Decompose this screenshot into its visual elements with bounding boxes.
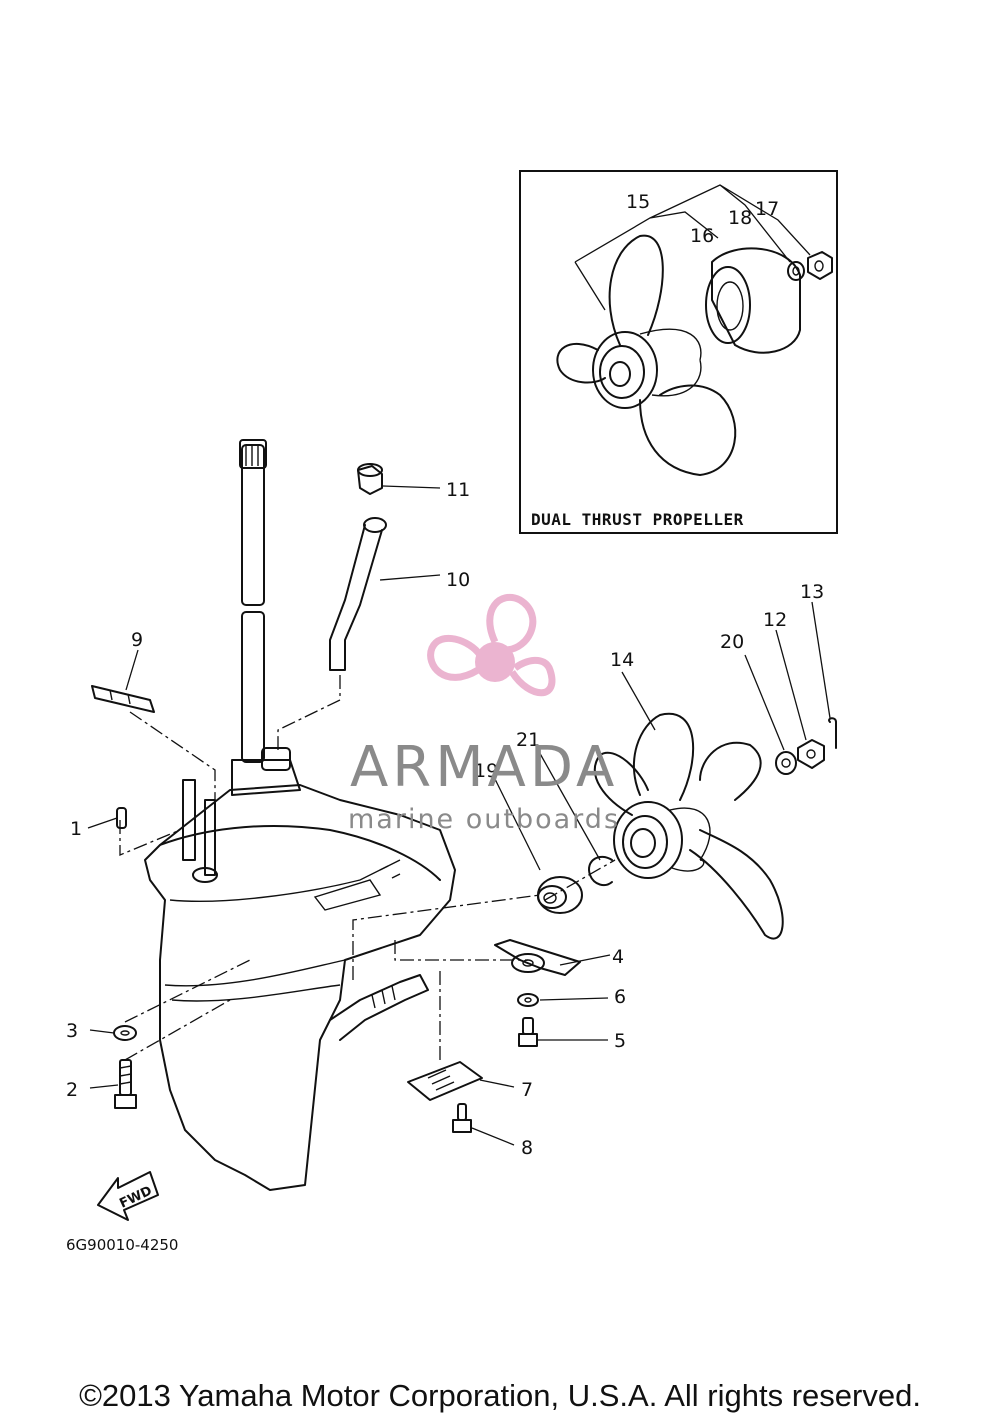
- part-2-bolt: [114, 1059, 137, 1109]
- part-7-trim-tab: [407, 1061, 483, 1101]
- callout-3: 3: [66, 1020, 78, 1042]
- callout-7: 7: [521, 1079, 533, 1101]
- callout-4: 4: [612, 946, 624, 968]
- part-6-washer: [517, 993, 539, 1007]
- callout-19: 19: [474, 760, 498, 782]
- part-4-anode: [494, 939, 581, 976]
- inset-frame: [519, 170, 838, 534]
- callout-6: 6: [614, 986, 626, 1008]
- part-11-grommet: [357, 463, 383, 495]
- part-10-water-tube: [329, 517, 387, 671]
- fwd-label: FWD: [117, 1184, 154, 1212]
- callout-9: 9: [131, 629, 143, 651]
- lower-casing: [144, 747, 456, 1191]
- callout-15: 15: [626, 191, 650, 213]
- inset-title: DUAL THRUST PROPELLER: [531, 510, 744, 529]
- callout-20: 20: [720, 631, 744, 653]
- inset-washer-18: [787, 261, 805, 281]
- part-12-nut: [797, 739, 825, 769]
- fwd-arrow-icon: FWD: [97, 1171, 159, 1221]
- inset-nut-17: [807, 251, 833, 280]
- callout-12: 12: [763, 609, 787, 631]
- part-21-clip: [588, 855, 613, 887]
- copyright-notice: ©2013 Yamaha Motor Corporation, U.S.A. A…: [79, 1378, 921, 1413]
- callout-1: 1: [70, 818, 82, 840]
- part-5-bolt: [518, 1017, 538, 1047]
- part-19-bushing: [537, 876, 583, 914]
- part-14-propeller: [593, 712, 784, 940]
- watermark-tagline: marine outboards: [348, 804, 620, 835]
- callout-17: 17: [755, 198, 779, 220]
- watermark-brand: ARMADA: [350, 735, 618, 800]
- callout-18: 18: [728, 207, 752, 229]
- part-13-cotter-pin: [828, 717, 837, 749]
- part-20-washer: [775, 751, 797, 775]
- callout-14: 14: [610, 649, 634, 671]
- drive-shaft: [239, 439, 267, 763]
- callout-8: 8: [521, 1137, 533, 1159]
- part-9-plate: [91, 685, 155, 713]
- callout-11: 11: [446, 479, 470, 501]
- part-3-washer: [113, 1025, 137, 1041]
- inset-spacer-16: [705, 247, 801, 354]
- callout-16: 16: [690, 225, 714, 247]
- callout-5: 5: [614, 1030, 626, 1052]
- inset-propeller-15: [556, 234, 737, 476]
- armada-logo-icon: [427, 593, 556, 697]
- callout-21: 21: [516, 729, 540, 751]
- callout-2: 2: [66, 1079, 78, 1101]
- drawing-code: 6G90010-4250: [66, 1236, 179, 1254]
- part-1-dowel: [116, 807, 127, 829]
- callout-10: 10: [446, 569, 470, 591]
- part-8-screw: [452, 1103, 472, 1133]
- callout-13: 13: [800, 581, 824, 603]
